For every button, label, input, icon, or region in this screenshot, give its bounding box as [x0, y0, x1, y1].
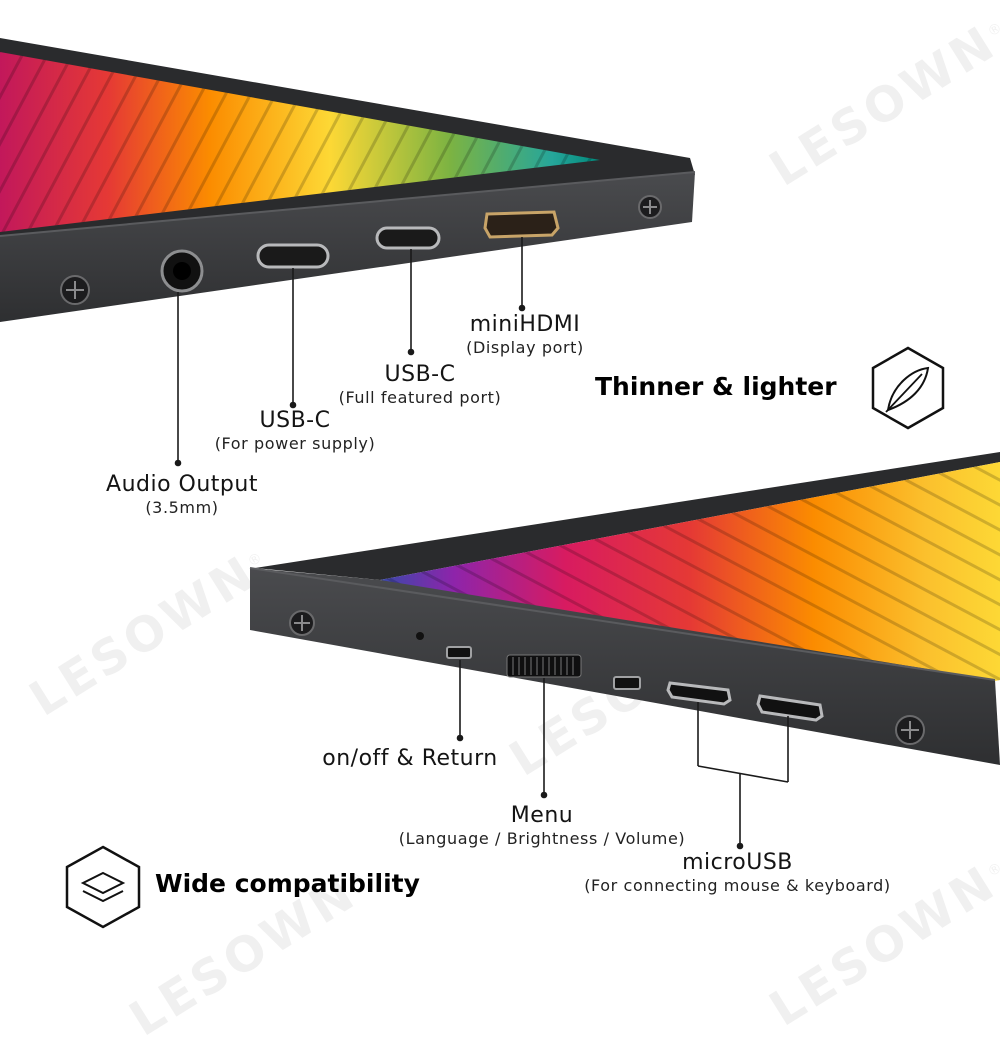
screw-icon: [289, 610, 315, 636]
port-label: USB-C: [384, 362, 456, 387]
port-detail: (Full featured port): [338, 388, 502, 407]
feather-icon: [871, 346, 945, 430]
power-button-icon: [446, 646, 472, 659]
callout-menu: Menu (Language / Brightness / Volume): [362, 803, 722, 849]
callout-audio-output: Audio Output (3.5mm): [82, 472, 282, 518]
port-label: USB-C: [259, 408, 331, 433]
usb-c-port-icon: [256, 243, 330, 269]
layers-icon: [65, 845, 141, 929]
screw-icon: [60, 275, 90, 305]
micro-usb-port-icon: [666, 681, 732, 706]
audio-jack-icon: [160, 249, 204, 293]
bottom-monitor: [249, 452, 1000, 765]
callout-mini-hdmi: miniHDMI (Display port): [440, 312, 610, 358]
feature-wide-compatibility: Wide compatibility: [155, 869, 420, 898]
usb-c-port-icon: [375, 226, 441, 250]
screw-icon: [638, 195, 662, 219]
port-detail: (Display port): [466, 338, 584, 357]
menu-dial-icon: [506, 654, 582, 678]
port-detail: (3.5mm): [145, 498, 219, 517]
callout-usb-c-power: USB-C (For power supply): [190, 408, 400, 454]
callout-usb-c-full: USB-C (Full featured port): [315, 362, 525, 408]
port-label: miniHDMI: [469, 312, 581, 337]
control-detail: (For connecting mouse & keyboard): [584, 876, 891, 895]
callout-power-button: on/off & Return: [295, 746, 525, 772]
callout-lines-bottom: [456, 660, 789, 850]
callout-micro-usb: microUSB (For connecting mouse & keyboar…: [555, 850, 920, 896]
control-label: Menu: [510, 803, 574, 828]
control-detail: (Language / Brightness / Volume): [398, 829, 686, 848]
product-illustration: [0, 38, 1000, 929]
callout-lines-top: [174, 237, 526, 467]
indicator-led-icon: [416, 632, 424, 640]
micro-usb-port-icon: [756, 694, 824, 722]
screw-icon: [895, 715, 925, 745]
mini-hdmi-port-icon: [483, 210, 560, 239]
top-monitor: [0, 38, 696, 322]
feature-thinner-lighter: Thinner & lighter: [595, 372, 837, 401]
port-label: Audio Output: [106, 472, 258, 497]
control-label: microUSB: [682, 850, 793, 875]
port-detail: (For power supply): [214, 434, 376, 453]
control-label: on/off & Return: [322, 746, 498, 771]
micro-usb-port-icon: [613, 676, 641, 690]
